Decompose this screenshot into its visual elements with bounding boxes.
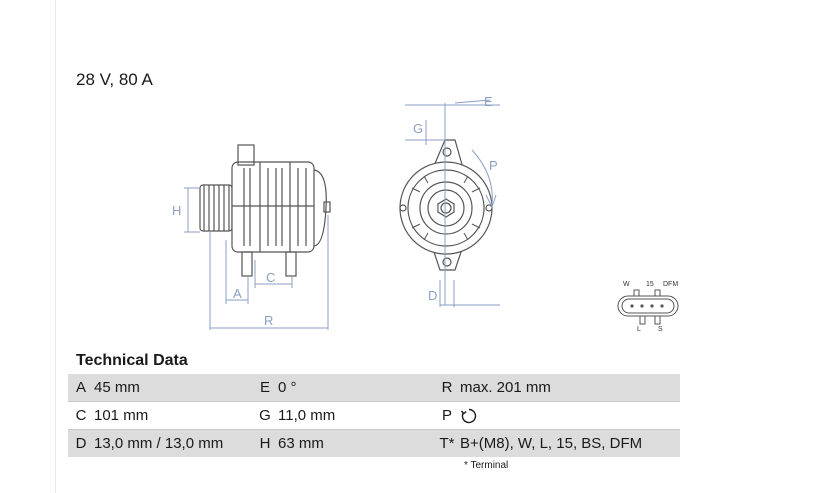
dimension-label-h: H [172,203,181,218]
spec-value: 0 ° [278,379,297,396]
terminal-footnote: * Terminal [464,460,509,471]
dimension-label-d: D [428,288,437,303]
connector-label-15: 15 [646,281,654,288]
spec-key: G [252,401,278,430]
technical-data-table: A 45 mm E 0 ° R max. 201 mm C 101 mm G 1… [68,374,680,457]
dimension-label-a: A [233,286,242,301]
spec-key: T* [434,429,460,457]
page-left-border [55,0,56,493]
connector-plug-drawing: W 15 DFM L S [617,281,679,333]
spec-value [460,401,680,430]
dimension-label-g: G [413,121,423,136]
dimension-label-r: R [264,313,273,328]
spec-value: max. 201 mm [460,379,551,396]
spec-value: 63 mm [278,429,434,457]
alternator-technical-drawing: H A C R [172,94,500,330]
spec-value: 101 mm [94,401,252,430]
dimension-label-e: E [484,94,493,109]
spec-key: E [259,379,270,396]
spec-key: P [434,401,460,430]
spec-key: A [75,379,86,396]
dimension-label-p: P [489,158,498,173]
voltage-current-rating: 28 V, 80 A [76,70,153,89]
spec-key: D [68,429,94,457]
technical-data-title: Technical Data [76,352,188,369]
spec-key: C [68,401,94,430]
table-row: A 45 mm E 0 ° R max. 201 mm [68,374,680,402]
spec-value: 11,0 mm [278,401,434,430]
spec-key: H [252,429,278,457]
spec-value: B+(M8), W, L, 15, BS, DFM [460,429,680,457]
pulley-drawing [199,184,233,232]
spec-value: 45 mm [94,379,140,396]
spec-key: R [441,379,453,396]
connector-label-dfm: DFM [663,281,678,288]
housing-side-drawing [231,144,331,277]
table-row: C 101 mm G 11,0 mm P [68,401,680,430]
spec-value: 13,0 mm / 13,0 mm [94,429,252,457]
connector-label-l: L [637,326,641,333]
table-row: D 13,0 mm / 13,0 mm H 63 mm T* B+(M8), W… [68,429,680,457]
clockwise-rotation-icon [460,408,477,423]
connector-label-w: W [623,281,630,288]
connector-label-s: S [658,326,663,333]
dimension-label-c: C [266,270,275,285]
